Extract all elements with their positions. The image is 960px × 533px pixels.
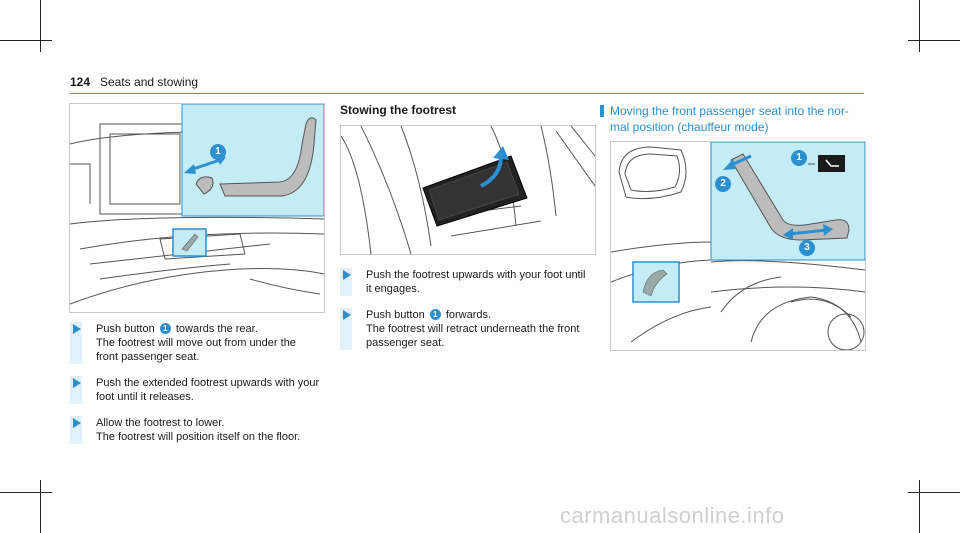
heading-line: Moving the front passenger seat into the… bbox=[610, 104, 849, 118]
step-arrow-icon bbox=[343, 310, 351, 320]
step-text: Push button bbox=[366, 309, 428, 321]
step-text: passenger seat. bbox=[366, 337, 445, 349]
step-arrow-icon bbox=[73, 378, 81, 388]
step-text: Push the footrest upwards with your foot… bbox=[366, 269, 586, 281]
crop-mark bbox=[0, 40, 52, 41]
step: Push button 1 forwards. The footrest wil… bbox=[340, 308, 610, 350]
heading-marker bbox=[600, 105, 604, 117]
callout-badge: 1 bbox=[791, 150, 807, 166]
step-text: The footrest will move out from under th… bbox=[96, 337, 296, 349]
crop-mark bbox=[919, 480, 920, 533]
step-text: towards the rear. bbox=[172, 323, 258, 335]
step-text: Push the extended footrest upwards with … bbox=[96, 377, 320, 389]
figure-footrest-extend: 1 bbox=[69, 103, 325, 313]
step-arrow-icon bbox=[73, 418, 81, 428]
button-badge: 1 bbox=[429, 309, 441, 320]
middle-steps: Push the footrest upwards with your foot… bbox=[340, 268, 610, 362]
page-number: 124 bbox=[70, 75, 91, 89]
heading-line: mal position (chauffeur mode) bbox=[610, 120, 769, 134]
step-text: forwards. bbox=[442, 309, 492, 321]
step-text: The footrest will position itself on the… bbox=[96, 431, 301, 443]
step: Push button 1 towards the rear. The foot… bbox=[70, 322, 330, 364]
left-steps: Push button 1 towards the rear. The foot… bbox=[70, 322, 330, 456]
step-arrow-icon bbox=[73, 324, 81, 334]
figure-footrest-stow bbox=[340, 125, 596, 255]
section-heading: Stowing the footrest bbox=[340, 103, 456, 117]
step: Allow the footrest to lower. The footres… bbox=[70, 416, 330, 444]
callout-badge: 1 bbox=[210, 144, 226, 160]
header-rule bbox=[70, 93, 864, 94]
step-arrow-icon bbox=[343, 270, 351, 280]
step-text: Allow the footrest to lower. bbox=[96, 417, 225, 429]
figure-chauffeur-mode: 1 2 3 bbox=[610, 141, 866, 351]
crop-mark bbox=[908, 40, 960, 41]
callout-badge: 3 bbox=[799, 240, 815, 256]
callout-badge: 2 bbox=[715, 176, 731, 192]
step-text: The footrest will retract underneath the… bbox=[366, 323, 580, 335]
crop-mark bbox=[40, 0, 41, 52]
section-title: Seats and stowing bbox=[100, 75, 199, 89]
section-heading-chauffeur: Moving the front passenger seat into the… bbox=[600, 103, 870, 135]
crop-mark bbox=[0, 492, 52, 493]
step-text: Push button bbox=[96, 323, 158, 335]
step-text: it engages. bbox=[366, 283, 420, 295]
watermark: carmanualsonline.info bbox=[560, 503, 785, 528]
button-badge: 1 bbox=[159, 323, 171, 334]
crop-mark bbox=[40, 480, 41, 533]
step: Push the extended footrest upwards with … bbox=[70, 376, 330, 404]
step-text: foot until it releases. bbox=[96, 391, 194, 403]
step: Push the footrest upwards with your foot… bbox=[340, 268, 610, 296]
step-text: front passenger seat. bbox=[96, 351, 200, 363]
crop-mark bbox=[919, 0, 920, 52]
crop-mark bbox=[908, 492, 960, 493]
